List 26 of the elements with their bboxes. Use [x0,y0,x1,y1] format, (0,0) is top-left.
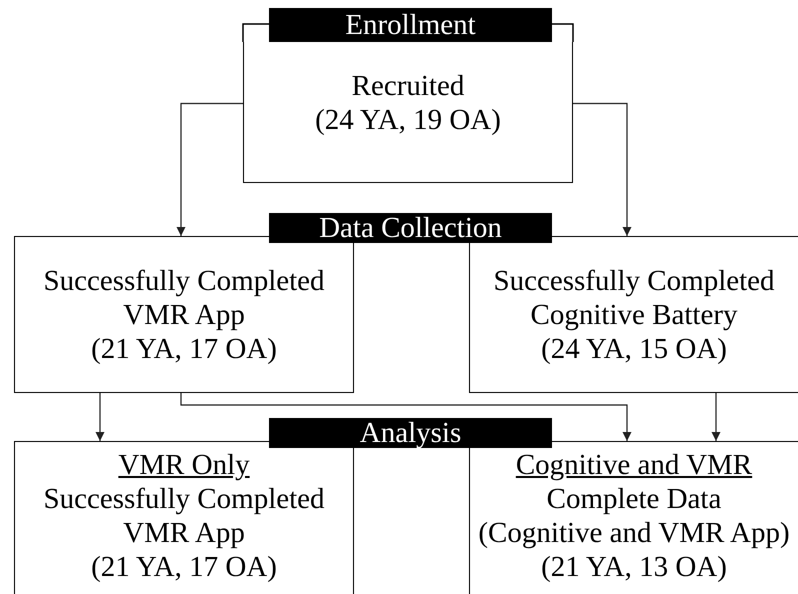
arrow [180,393,632,441]
box-text: (24 YA, 19 OA) [315,103,501,137]
box-text: (21 YA, 17 OA) [91,332,277,366]
box-text: Successfully Completed Cognitive Battery [492,264,776,332]
stage-banner: Analysis [269,418,552,448]
process-box [469,236,798,393]
box-text: (21 YA, 13 OA) [541,550,727,584]
box-text: (21 YA, 17 OA) [91,550,277,584]
arrow [573,102,632,236]
arrow [96,393,104,441]
process-box [14,441,354,594]
stage-banner: Data Collection [269,213,552,243]
arrow [712,393,720,441]
box-heading: Cognitive and VMR [516,448,752,482]
process-box [243,42,573,183]
stage-banner: Enrollment [269,8,552,42]
box-text: Recruited [352,69,464,103]
box-text: Successfully Completed VMR App [42,482,326,550]
box-heading: VMR Only [118,448,250,482]
process-box [14,236,354,393]
box-text: (Cognitive and VMR App) [478,516,790,550]
box-text: (24 YA, 15 OA) [541,332,727,366]
box-text: Successfully Completed VMR App [42,264,326,332]
arrow [176,102,243,236]
box-text: Complete Data [546,482,722,516]
process-box [469,441,798,594]
